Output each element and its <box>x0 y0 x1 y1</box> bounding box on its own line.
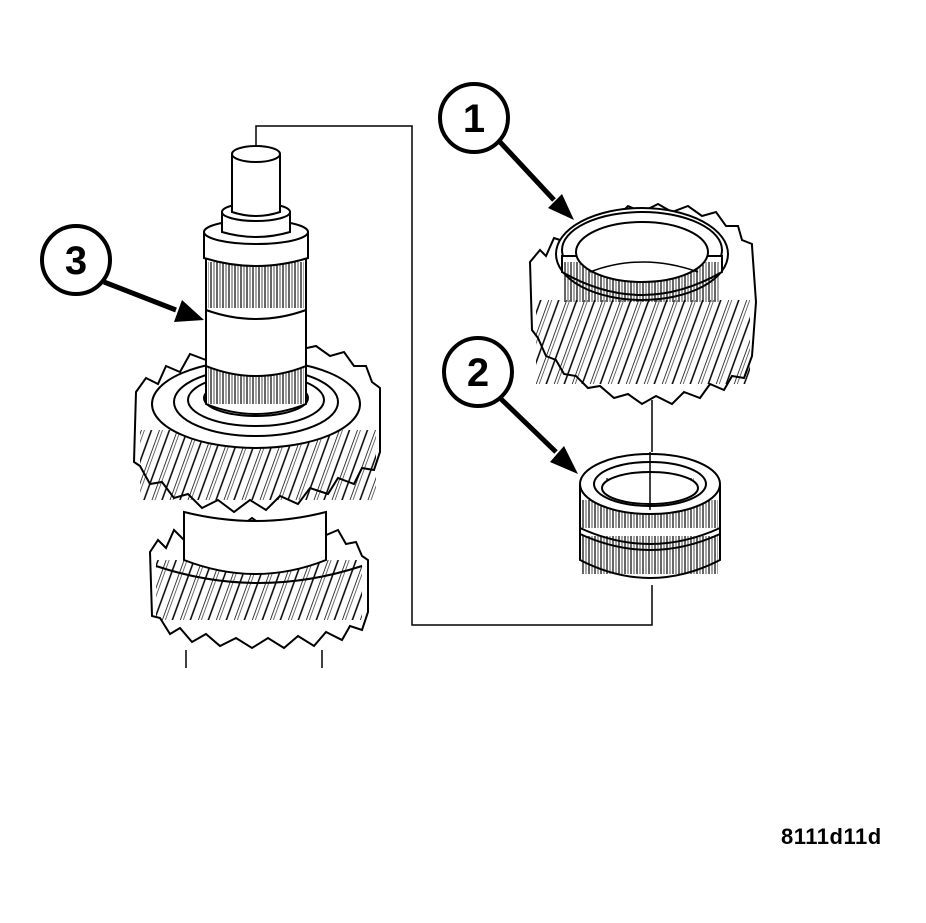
connector-lines <box>185 125 653 668</box>
callout-2-label: 2 <box>467 351 489 395</box>
callout-3-label: 3 <box>65 239 87 283</box>
callout-1-label: 1 <box>463 97 485 141</box>
callout-arrows <box>103 140 578 474</box>
callout-2: 2 <box>442 336 514 408</box>
callout-3-circle <box>40 224 112 296</box>
callout-1: 1 <box>438 82 510 154</box>
callout-1-circle <box>438 82 510 154</box>
shaft-assembly <box>132 145 381 650</box>
lower-gear <box>148 510 369 650</box>
needle-bearing <box>579 452 721 579</box>
shaft-body <box>203 145 309 415</box>
figure-code: 8111d11d <box>781 824 882 849</box>
callout-2-circle <box>442 336 514 408</box>
removed-gear <box>528 202 758 406</box>
callout-3: 3 <box>40 224 112 296</box>
